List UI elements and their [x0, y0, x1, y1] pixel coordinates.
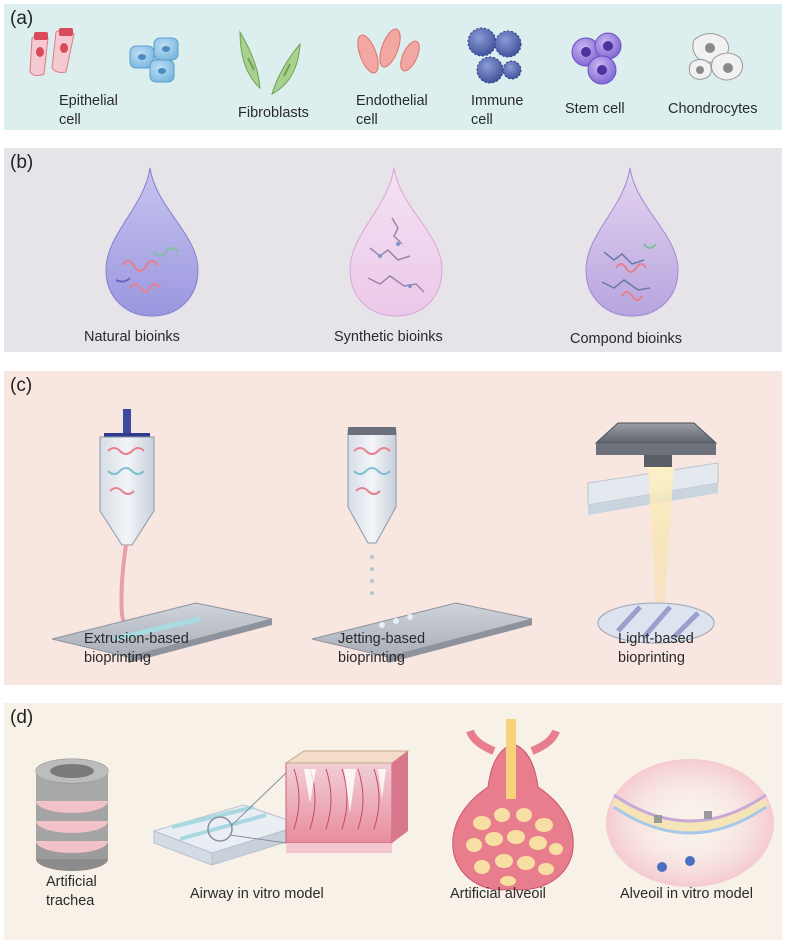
stem-cell-icon: [571, 32, 622, 85]
bioink-label-synthetic: Synthetic bioinks: [334, 329, 443, 345]
method-label-light: Light-based bioprinting: [618, 631, 694, 666]
epithelial-cluster-icon: [129, 37, 179, 83]
natural-bioink-drop-icon: [105, 167, 199, 317]
method-label-extrusion: Extrusion-based bioprinting: [84, 631, 189, 666]
cell-label-fibroblasts: Fibroblasts: [238, 105, 309, 121]
model-label-alveoli-model: Alveoil in vitro model: [620, 886, 753, 902]
model-label-trachea: Artificial trachea: [46, 874, 97, 909]
cell-label-stem: Stem cell: [565, 101, 625, 117]
airway-chip-icon: [152, 750, 410, 866]
panel-d-illustrations: [35, 719, 774, 891]
cell-label-endothelial: Endothelial cell: [356, 93, 428, 128]
panel-b-label: (b): [10, 152, 34, 173]
panel-c-illustrations: [51, 409, 719, 663]
alveolus-icon: [452, 719, 574, 891]
panel-c-bioprinting: (c): [4, 371, 782, 685]
fibroblast-icon: [239, 30, 301, 96]
cell-label-epithelial: Epithelial cell: [59, 93, 118, 128]
panel-b-bioinks: (b) Natural bioinks: [4, 148, 782, 352]
panel-d-label: (d): [10, 707, 34, 728]
jetting-printer-icon: [311, 427, 533, 663]
extrusion-printer-icon: [51, 409, 273, 663]
panel-a-illustrations: [29, 27, 744, 96]
cell-label-chondrocytes: Chondrocytes: [668, 101, 758, 117]
method-label-jetting: Jetting-based bioprinting: [338, 631, 426, 666]
compound-bioink-drop-icon: [585, 167, 679, 317]
immune-cell-icon: [467, 27, 522, 84]
bioink-label-compound: Compond bioinks: [570, 331, 683, 347]
panel-a-label: (a): [10, 8, 34, 29]
light-printer-icon: [587, 422, 719, 644]
bioink-label-natural: Natural bioinks: [84, 329, 180, 345]
endothelial-cell-icon: [357, 28, 420, 74]
panel-c-label: (c): [10, 375, 33, 396]
chondrocyte-icon: [688, 33, 744, 81]
model-label-alveolus: Artificial alveoil: [450, 886, 546, 902]
cell-label-immune: Immune cell: [471, 93, 524, 128]
panel-b-illustrations: [105, 167, 679, 317]
model-label-airway: Airway in vitro model: [190, 886, 324, 902]
alveoli-model-icon: [606, 759, 774, 887]
epithelial-cell-icon: [29, 28, 75, 77]
panel-a-cell-types: (a): [4, 4, 782, 130]
synthetic-bioink-drop-icon: [349, 167, 443, 317]
panel-d-lung-models: (d): [4, 703, 782, 940]
trachea-icon: [35, 758, 109, 871]
